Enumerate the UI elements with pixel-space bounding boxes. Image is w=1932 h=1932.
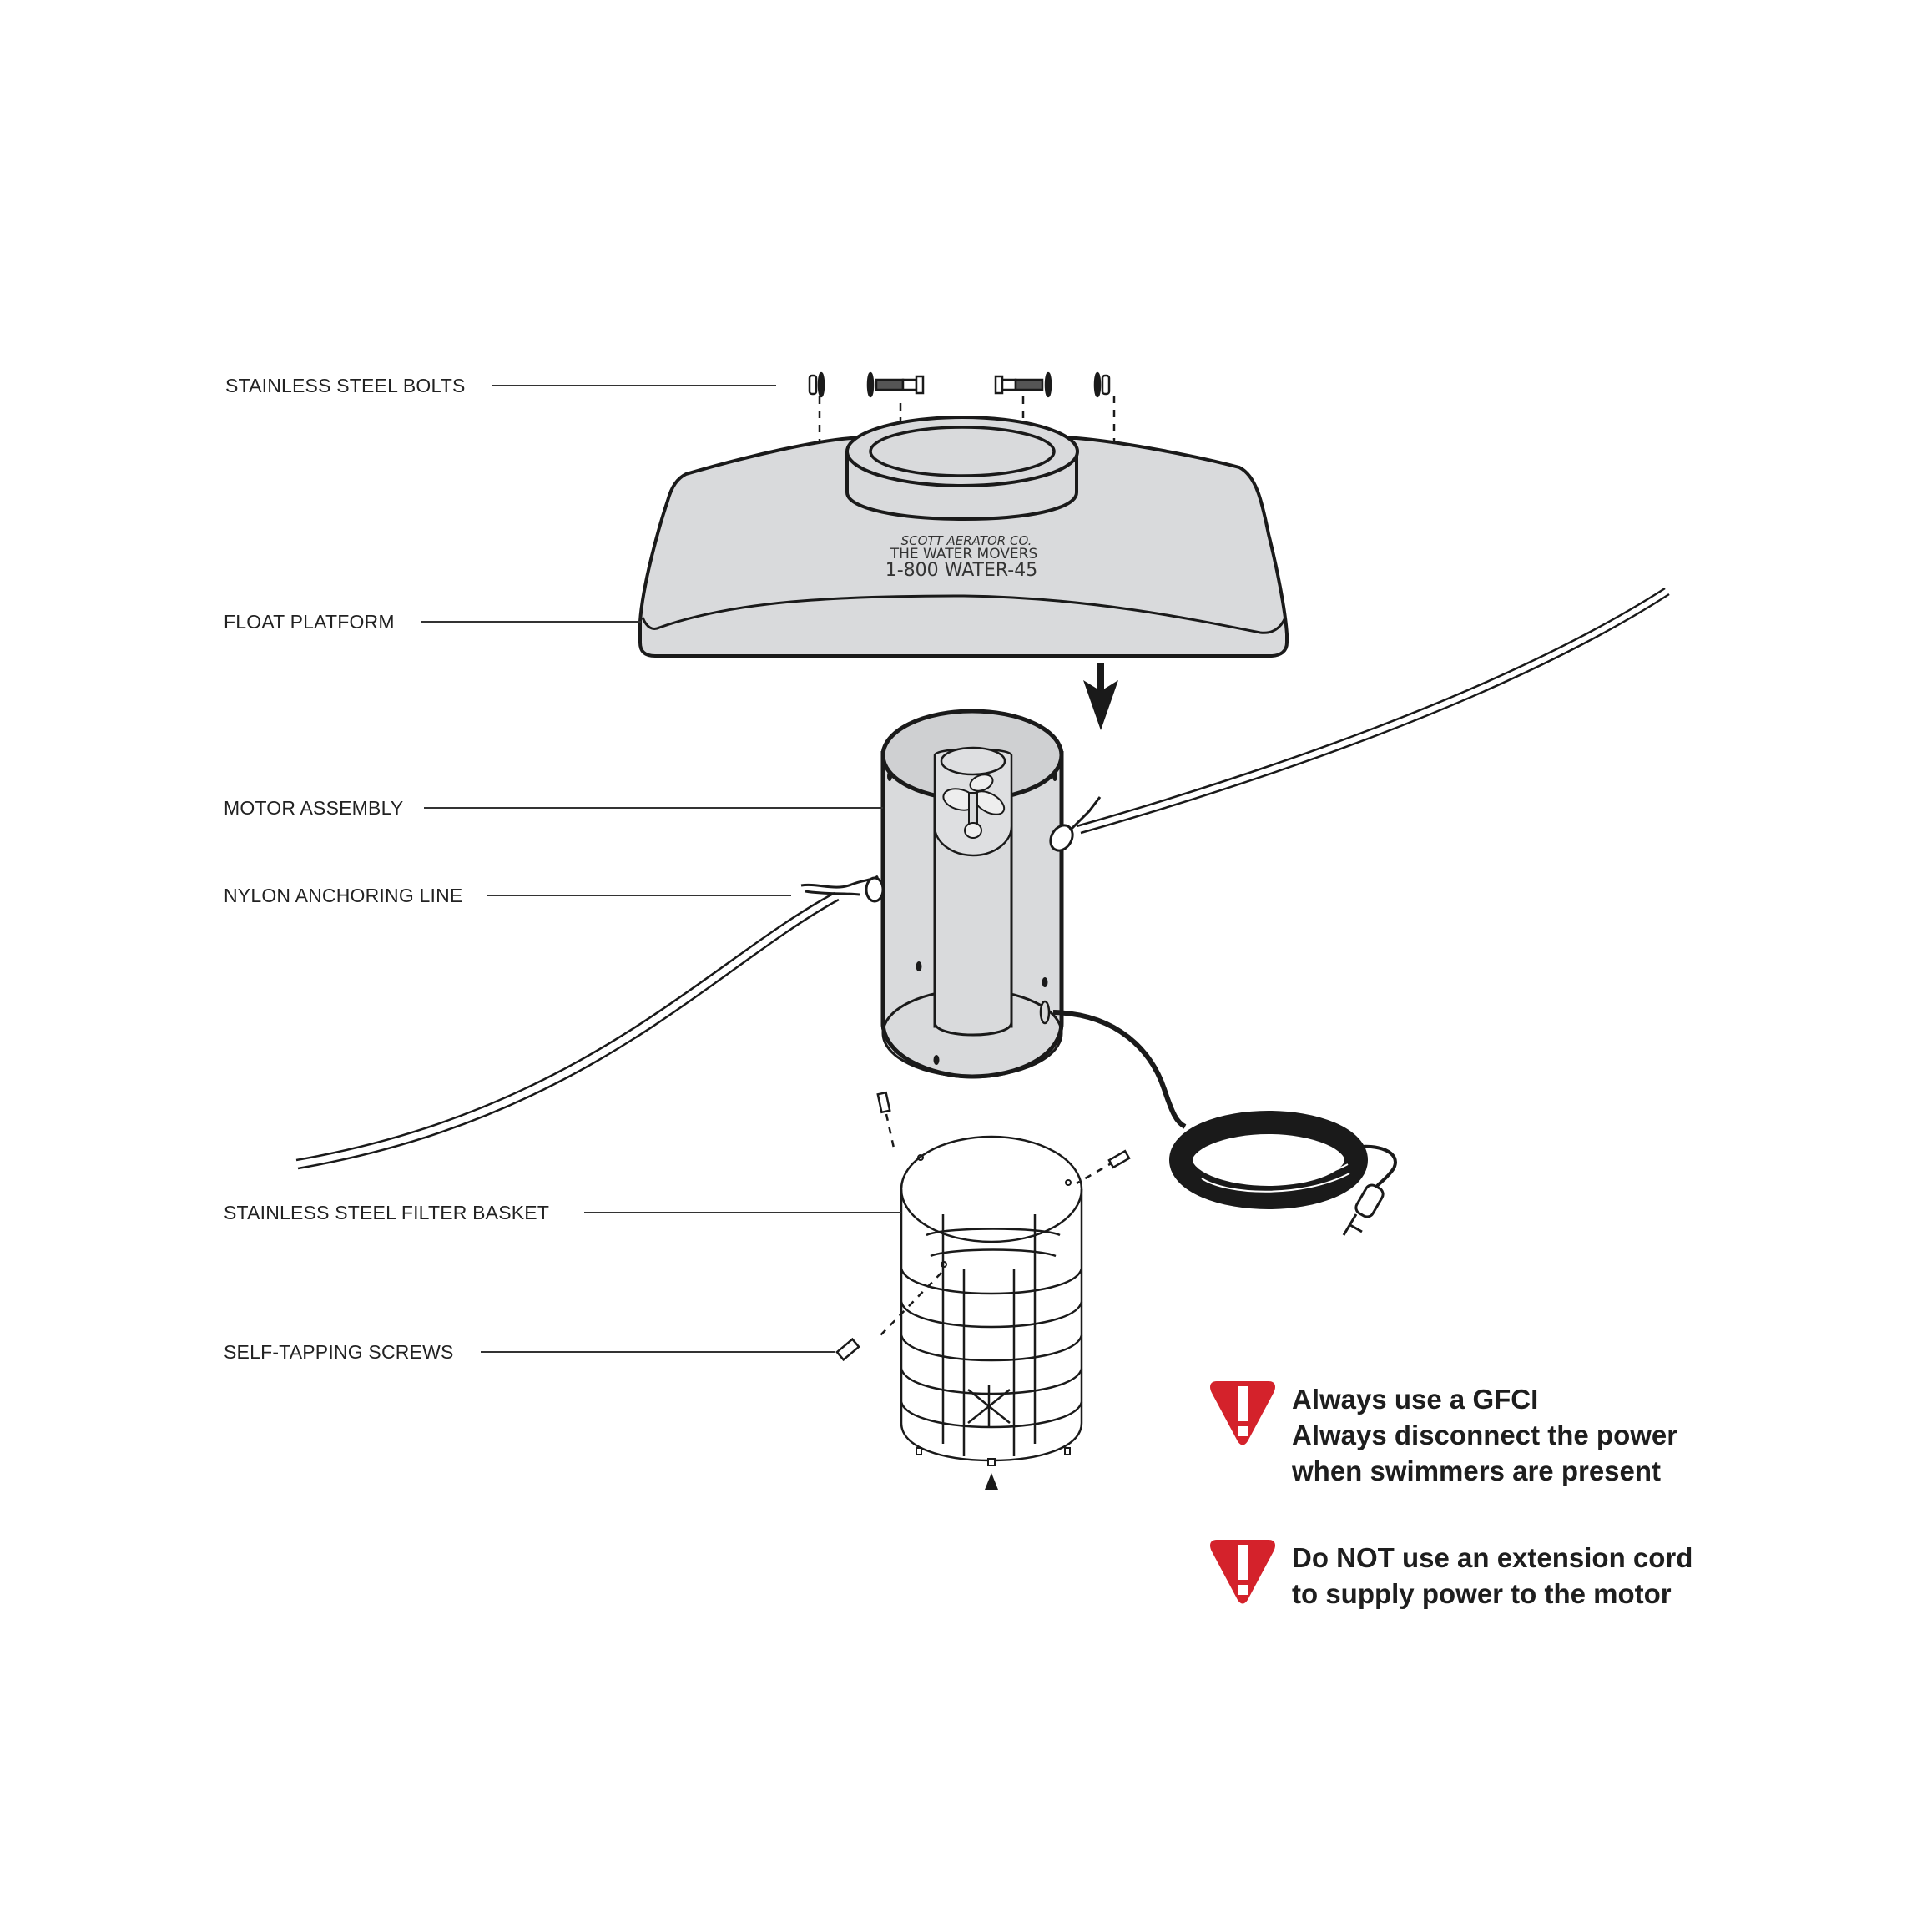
up-arrow-icon <box>985 1473 998 1490</box>
warning-text-extension-cord: Do NOT use an extension cord to supply p… <box>1292 1542 1693 1609</box>
basket-feet <box>916 1447 1071 1466</box>
filter-basket-shape <box>900 1135 1083 1462</box>
screw-guide-lines <box>880 1113 1115 1336</box>
float-embossing: SCOTT AERATOR CO. THE WATER MOVERS 1-800… <box>885 533 1038 581</box>
leader-line-nylon <box>487 895 791 896</box>
down-arrow-icon <box>1083 663 1118 730</box>
label-stainless-steel-bolts: STAINLESS STEEL BOLTS <box>225 375 466 396</box>
warning-text-gfci: Always use a GFCI Always disconnect the … <box>1292 1384 1678 1486</box>
emboss-line-2: THE WATER MOVERS <box>890 546 1038 562</box>
leader-line-float <box>421 621 641 623</box>
float-platform-shape <box>638 416 1289 658</box>
self-tapping-screws <box>835 1091 1131 1362</box>
leader-line-bolts <box>492 385 776 386</box>
warning-gfci: Always use a GFCI Always disconnect the … <box>1210 1381 1677 1489</box>
warning-exclamation-icon <box>1210 1540 1275 1604</box>
rope-knot-right <box>1049 796 1102 852</box>
warning-exclamation-icon <box>1210 1381 1275 1445</box>
label-nylon-anchoring-line: NYLON ANCHORING LINE <box>224 885 463 906</box>
nylon-rope-right <box>1076 587 1670 835</box>
leader-line-basket <box>584 1212 901 1213</box>
emboss-line-3: 1-800 WATER-45 <box>885 560 1037 581</box>
bolts-hardware <box>808 371 1111 398</box>
leader-line-screws <box>481 1351 835 1353</box>
emboss-line-1: SCOTT AERATOR CO. <box>901 533 1032 548</box>
nylon-rope-left <box>295 891 840 1170</box>
motor-assembly-shape <box>880 709 1064 1079</box>
label-self-tapping-screws: SELF-TAPPING SCREWS <box>224 1341 454 1363</box>
rope-knot-left <box>800 875 885 903</box>
label-filter-basket: STAINLESS STEEL FILTER BASKET <box>224 1202 550 1223</box>
power-cord <box>1052 1010 1397 1209</box>
power-plug-icon <box>1342 1183 1385 1236</box>
label-motor-assembly: MOTOR ASSEMBLY <box>224 797 404 819</box>
warning-extension-cord: Do NOT use an extension cord to supply p… <box>1210 1540 1692 1612</box>
label-float-platform: FLOAT PLATFORM <box>224 611 395 633</box>
leader-line-motor <box>424 807 883 809</box>
